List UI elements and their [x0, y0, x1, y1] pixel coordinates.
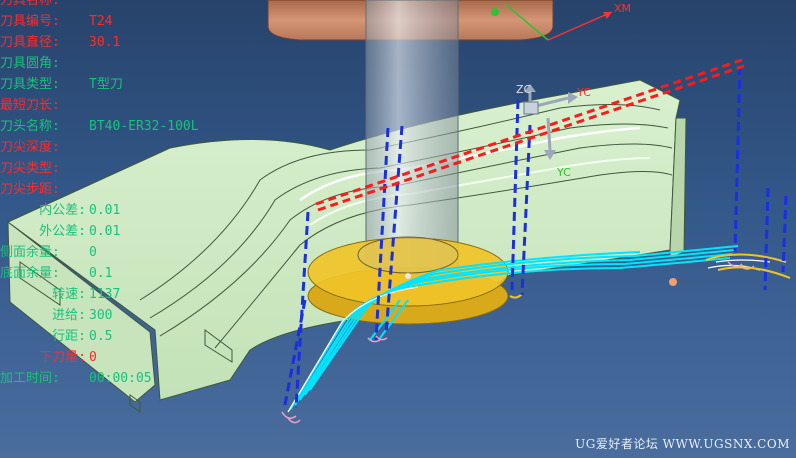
info-label: 刀具圆角:: [0, 56, 60, 71]
info-label: 内公差:: [39, 203, 86, 218]
info-label: 刀具编号:: [0, 14, 60, 29]
info-label: 最短刀长:: [0, 98, 60, 113]
info-label: 刀头名称:: [0, 119, 60, 134]
csys-y-label: YC: [556, 166, 571, 179]
info-value: 0.01: [89, 224, 121, 239]
info-row: 外公差:0.01: [0, 221, 230, 242]
csys-x-label: YC: [576, 86, 591, 99]
info-row: 刀具编号: T24: [0, 11, 230, 32]
info-value: 0.5: [89, 329, 113, 344]
info-label: 外公差:: [39, 224, 86, 239]
info-value: 0: [89, 245, 97, 260]
info-row: 内公差:0.01: [0, 200, 230, 221]
info-row: 最短刀长:: [0, 95, 230, 116]
info-value: BT40-ER32-100L: [89, 119, 199, 134]
info-value: T24: [89, 14, 113, 29]
info-label: 刀具名称:: [0, 0, 60, 8]
info-row: 刀头名称: BT40-ER32-100L: [0, 116, 230, 137]
part-front-face: [7, 220, 156, 403]
info-row: 侧面余量: 0: [0, 242, 230, 263]
csys-triad[interactable]: ZC YC YC: [516, 83, 591, 179]
wcs-x-label: XM: [614, 2, 631, 15]
info-value: 00:00:05: [89, 371, 152, 386]
info-row: 转速:1137: [0, 284, 230, 305]
info-value: 0.1: [89, 266, 113, 281]
info-row: 下刀量:0: [0, 347, 230, 368]
info-label: 进给:: [52, 308, 86, 323]
info-row: 刀具直径: 30.1: [0, 32, 230, 53]
front-notch-2: [204, 329, 233, 363]
watermark: UG爱好者论坛 WWW.UGSNX.COM: [575, 437, 790, 451]
info-value: 30.1: [89, 35, 121, 50]
info-label: 刀具类型:: [0, 77, 60, 92]
tool-shank: [365, 0, 459, 269]
info-value: 0: [89, 350, 97, 365]
part-top-surface: [7, 79, 681, 401]
info-label: 行距:: [52, 329, 86, 344]
info-label: 底面余量:: [0, 266, 60, 281]
info-value: 1137: [89, 287, 121, 302]
info-label: 刀尖深度:: [0, 140, 60, 155]
info-row: 底面余量: 0.1: [0, 263, 230, 284]
wcs-triad: XM: [491, 2, 631, 41]
info-value: T型刀: [89, 77, 123, 92]
groove-highlight: [299, 126, 641, 202]
front-notch-3: [129, 394, 141, 413]
info-label: 加工时间:: [0, 371, 60, 386]
info-row: 进给:300: [0, 305, 230, 326]
info-label: 刀尖类型:: [0, 161, 60, 176]
info-label: 侧面余量:: [0, 245, 60, 260]
info-row: 刀具圆角:: [0, 53, 230, 74]
groove-highlight-2: [309, 157, 651, 226]
info-value: 0.01: [89, 203, 121, 218]
csys-z-label: ZC: [516, 83, 532, 96]
info-label: 转速:: [52, 287, 86, 302]
info-label: 刀尖步距:: [0, 182, 60, 197]
toolpath[interactable]: [289, 245, 739, 411]
info-row: 刀尖步距:: [0, 179, 230, 200]
info-row: 刀具名称:: [0, 0, 230, 11]
info-label: 刀具直径:: [0, 35, 60, 50]
cutter-hub: [357, 236, 459, 274]
tool-tip-point: [405, 273, 411, 279]
info-row: 刀具类型: T型刀: [0, 74, 230, 95]
front-notch-1: [19, 261, 61, 306]
rapid-moves: [282, 65, 788, 411]
info-row: 行距:0.5: [0, 326, 230, 347]
machining-boundary: [315, 58, 745, 212]
tool-info-panel: 刀具名称: 刀具编号: T24 刀具直径: 30.1 刀具圆角: 刀具类型: T型刀最短刀长:…: [0, 0, 230, 389]
path-start-point: [669, 278, 677, 286]
info-row: 刀尖类型:: [0, 158, 230, 179]
info-value: 300: [89, 308, 113, 323]
info-row: 刀尖深度:: [0, 137, 230, 158]
info-label: 下刀量:: [39, 350, 86, 365]
info-row: 加工时间: 00:00:05: [0, 368, 230, 389]
